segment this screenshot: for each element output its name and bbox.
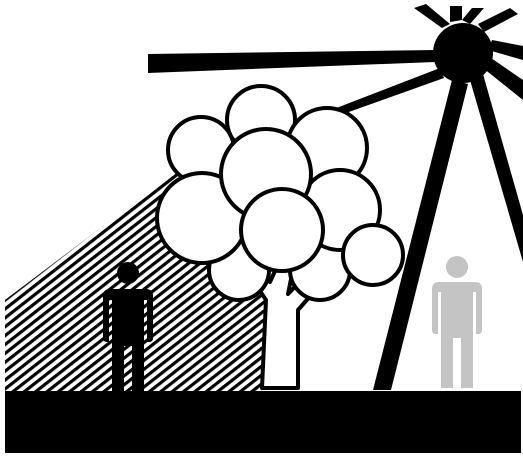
sun-ray	[470, 74, 523, 262]
sun-ray	[414, 4, 450, 28]
sun-ray	[488, 40, 523, 60]
person-in-sun	[432, 256, 482, 388]
sun-ray	[148, 50, 435, 73]
sun-ray	[478, 8, 518, 32]
person-icon	[117, 262, 139, 284]
sun-ray	[462, 8, 484, 24]
sun-icon	[433, 23, 493, 83]
person-icon	[446, 256, 468, 278]
ground	[5, 391, 521, 453]
sun-ray	[450, 6, 462, 22]
